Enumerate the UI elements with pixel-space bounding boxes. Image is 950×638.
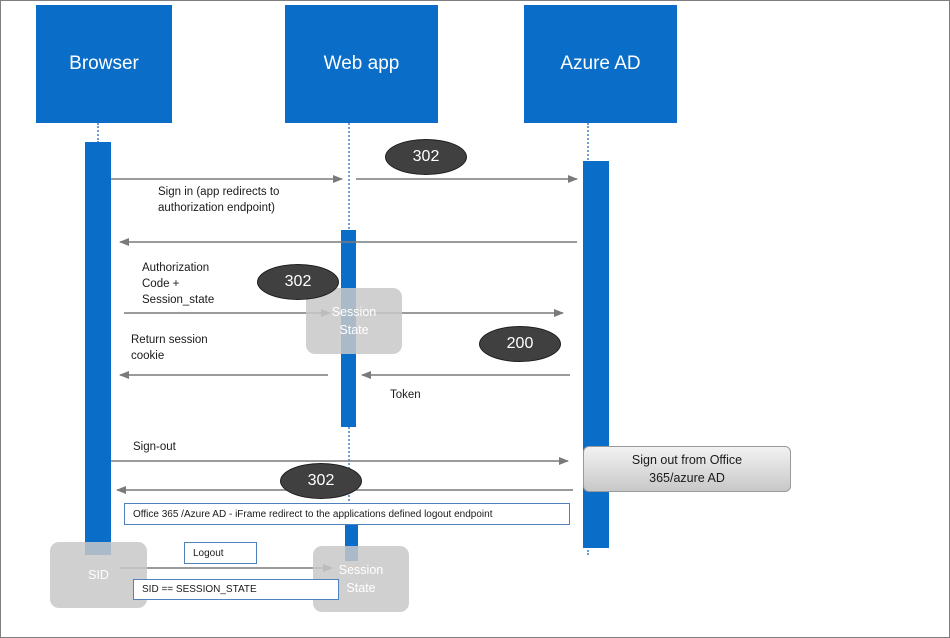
actor-azure-ad: Azure AD — [524, 5, 677, 123]
signout-office-box: Sign out from Office 365/azure AD — [583, 446, 791, 492]
session-state-box-1: Session State — [306, 288, 402, 354]
sid-equals-session-note: SID == SESSION_STATE — [133, 579, 339, 600]
status-badge-302-signout: 302 — [280, 463, 362, 499]
label-token: Token — [390, 389, 421, 401]
activation-browser — [85, 142, 111, 555]
sid-box: SID — [50, 542, 147, 608]
label-return-cookie: Return session cookie — [131, 334, 208, 362]
logout-note: Logout — [184, 542, 257, 564]
label-signin: Sign in (app redirects to authorization … — [158, 186, 280, 214]
status-badge-200-token: 200 — [479, 326, 561, 362]
lifeline-browser — [97, 123, 99, 143]
iframe-redirect-note: Office 365 /Azure AD - iFrame redirect t… — [124, 503, 570, 525]
actor-browser: Browser — [36, 5, 172, 123]
status-badge-302-authcode: 302 — [257, 264, 339, 300]
label-authcode: Authorization Code + Session_state — [142, 262, 215, 306]
status-badge-302-signin: 302 — [385, 139, 467, 175]
label-signout: Sign-out — [133, 441, 176, 453]
actor-web-app: Web app — [285, 5, 438, 123]
